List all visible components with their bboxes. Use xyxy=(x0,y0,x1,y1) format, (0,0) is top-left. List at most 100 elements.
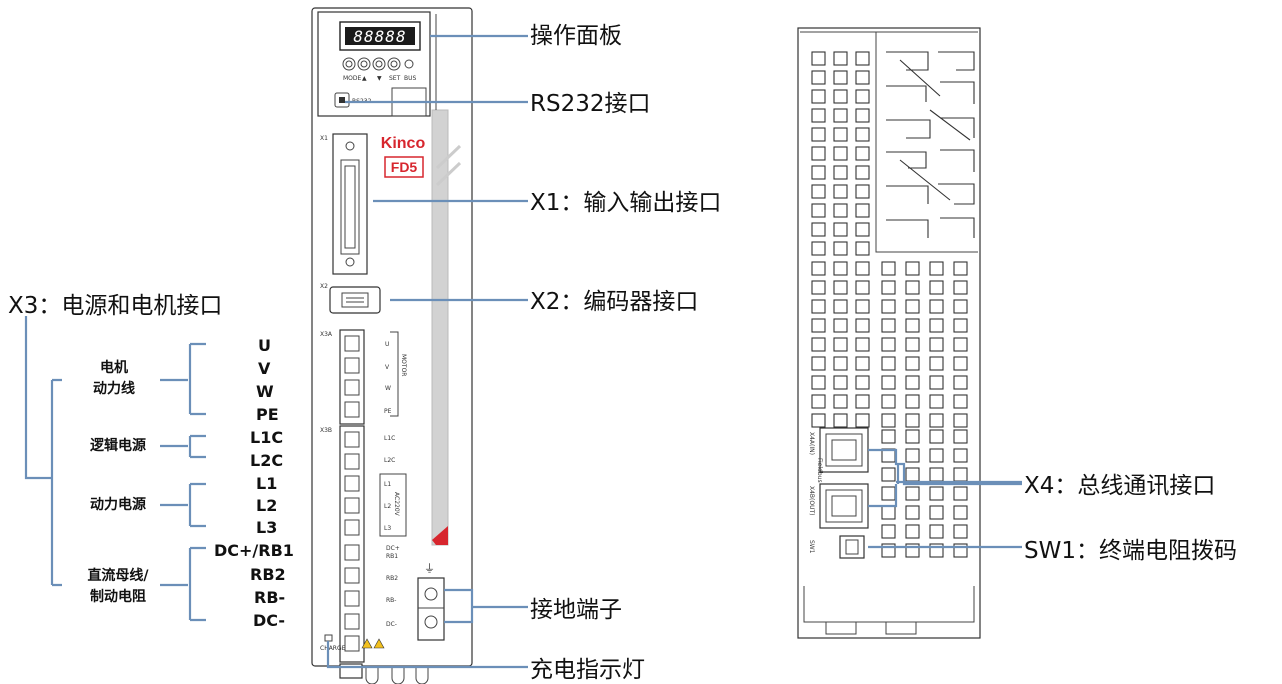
vent-cell xyxy=(905,448,920,463)
terminal-l1c: L1C xyxy=(250,428,284,447)
group-motor-power-line: 电机动力线 xyxy=(93,360,135,397)
callout-x4: X4：总线通讯接口 xyxy=(1024,473,1216,499)
vent-cell xyxy=(855,165,870,180)
vent-cell xyxy=(855,146,870,161)
pin-rbminus: RB- xyxy=(386,597,396,604)
brand-logo: Kinco xyxy=(381,135,426,152)
vent-cell xyxy=(953,467,968,482)
pin-l2c: L2C xyxy=(384,457,395,464)
vent-cell xyxy=(905,318,920,333)
vent-cell xyxy=(855,261,870,276)
vent-cell xyxy=(929,413,944,428)
vent-cell xyxy=(855,70,870,85)
pin-l2: L2 xyxy=(384,503,391,510)
vent-cell xyxy=(905,505,920,520)
vent-cell xyxy=(953,486,968,501)
vent-cell xyxy=(953,337,968,352)
vent-cell xyxy=(855,375,870,390)
vent-cell xyxy=(833,280,848,295)
vent-cell xyxy=(953,448,968,463)
vent-cell xyxy=(953,280,968,295)
group-logic-power: 逻辑电源 xyxy=(90,438,146,454)
x2-label: X2 xyxy=(320,283,328,290)
terminal-u: U xyxy=(258,336,271,355)
vent-cell xyxy=(881,467,896,482)
x3a-label: X3A xyxy=(320,331,333,338)
pin-v: V xyxy=(385,364,390,371)
vent-cell xyxy=(905,467,920,482)
vent-cell xyxy=(811,375,826,390)
vent-cell xyxy=(811,89,826,104)
vent-cell xyxy=(811,356,826,371)
terminal-dcplus-rb1: DC+/RB1 xyxy=(214,541,294,560)
vent-cell xyxy=(881,356,896,371)
key-bus: BUS xyxy=(404,75,417,82)
vent-cell xyxy=(881,429,896,444)
vent-cell xyxy=(953,505,968,520)
vent-cell xyxy=(929,299,944,314)
vent-cell xyxy=(855,89,870,104)
vent-cell xyxy=(833,241,848,256)
vent-cell xyxy=(855,318,870,333)
vent-cell xyxy=(833,375,848,390)
terminal-w: W xyxy=(256,382,274,401)
terminal-l3: L3 xyxy=(256,518,278,537)
vent-cell xyxy=(953,429,968,444)
vent-cell xyxy=(833,70,848,85)
vent-cell xyxy=(833,165,848,180)
vent-cell xyxy=(929,261,944,276)
vent-cell xyxy=(905,375,920,390)
callout-x1: X1：输入输出接口 xyxy=(530,190,722,216)
vent-cell xyxy=(881,299,896,314)
vent-cell xyxy=(833,299,848,314)
key-up: ▲ xyxy=(362,75,367,82)
vent-cell xyxy=(811,146,826,161)
pin-dcplus: DC+ xyxy=(386,545,400,552)
pin-pe: PE xyxy=(384,408,392,415)
terminal-dcminus: DC- xyxy=(253,611,286,630)
motor-label: MOTOR xyxy=(400,354,407,376)
pin-u: U xyxy=(385,341,389,348)
vent-cell xyxy=(811,241,826,256)
vent-cell xyxy=(953,413,968,428)
front-view: 88888 MODE ▲ ▼ SET BUS RS232 Kinco FD5 xyxy=(311,7,473,684)
vent-cell xyxy=(811,203,826,218)
sw1-side-label: SW1 xyxy=(808,540,815,554)
pin-rb1: RB1 xyxy=(386,553,398,560)
vent-cell xyxy=(811,108,826,123)
vent-cell xyxy=(855,222,870,237)
vent-cell xyxy=(833,222,848,237)
terminal-rbminus: RB- xyxy=(254,588,286,607)
vent-cell xyxy=(855,299,870,314)
key-set: SET xyxy=(389,75,401,82)
x3b-terminal-block xyxy=(339,425,365,663)
vent-cell xyxy=(855,108,870,123)
vent-cell xyxy=(881,280,896,295)
vent-cell xyxy=(855,394,870,409)
pin-dcminus: DC- xyxy=(386,621,397,628)
vent-cell xyxy=(953,524,968,539)
side-view: X4A(IN) Fieldbus X4B(OUT) SW1 xyxy=(797,27,981,639)
vent-cell xyxy=(929,486,944,501)
x4b-side-label: X4B(OUT) xyxy=(808,486,815,516)
vent-cell xyxy=(811,299,826,314)
display-digits: 88888 xyxy=(353,27,406,46)
vent-cell xyxy=(811,280,826,295)
vent-cell xyxy=(833,394,848,409)
vent-cell xyxy=(905,394,920,409)
vent-cell xyxy=(905,299,920,314)
vent-cell xyxy=(855,241,870,256)
callout-sw1: SW1：终端电阻拨码 xyxy=(1024,538,1237,564)
vent-cell xyxy=(953,394,968,409)
vent-cell xyxy=(811,413,826,428)
vent-cell xyxy=(929,448,944,463)
vent-cell xyxy=(929,280,944,295)
vent-cell xyxy=(905,413,920,428)
vent-cell xyxy=(855,413,870,428)
vent-cell xyxy=(881,394,896,409)
vent-cell xyxy=(811,318,826,333)
vent-cell xyxy=(929,505,944,520)
vent-cell xyxy=(881,486,896,501)
vent-cell xyxy=(811,261,826,276)
vent-cell xyxy=(833,146,848,161)
